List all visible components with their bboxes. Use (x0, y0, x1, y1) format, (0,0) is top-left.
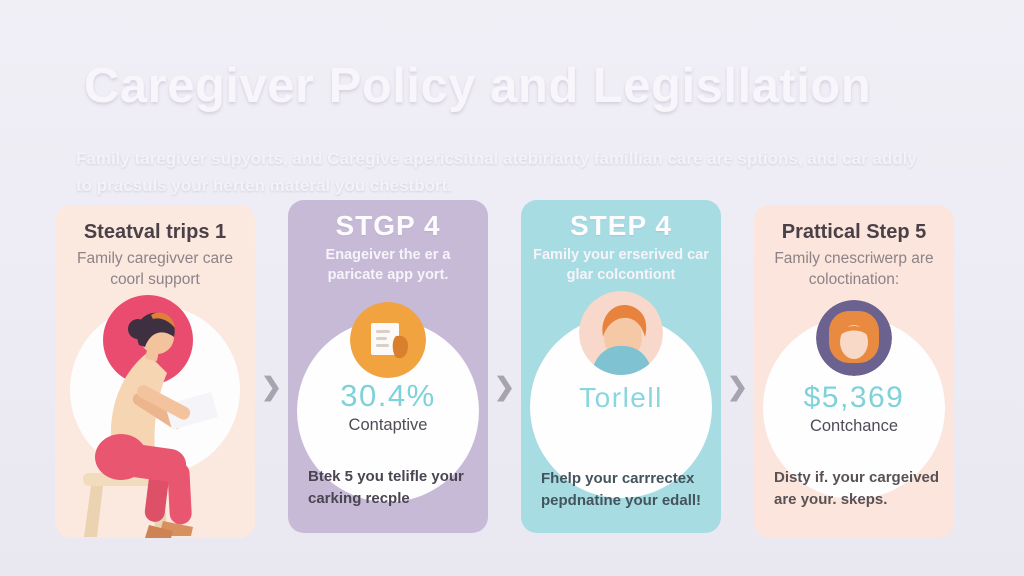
man-avatar-icon (579, 291, 663, 375)
step-2-title: STGP 4 (335, 210, 441, 241)
chevron-right-icon: ❯ (494, 372, 515, 401)
chevron-right-icon: ❯ (261, 372, 282, 401)
step-3-subtitle: Family your erserived car glar colcontio… (533, 247, 709, 283)
step-3-footer: Fhelp your carrrectex pepdnatine your ed… (541, 470, 702, 509)
page-subtitle-line2: to pracsuls your herten materal you ches… (76, 175, 452, 195)
arrow-cell-3: ❯ (721, 200, 754, 533)
step-4-subtitle: Family cnescriwerp are coloctination: (774, 250, 934, 288)
step-1-title: Steatval trips 1 (83, 221, 227, 243)
step-2-footer: Btek 5 you telifle your carking recple (308, 468, 464, 507)
step-card-4: Prattical Step 5 Family cnescriwerp are … (754, 205, 954, 538)
page-title: Caregiver Policy and Legisllation (84, 59, 872, 113)
step-card-1: Steatval trips 1 Family caregivver care … (55, 205, 255, 538)
page-subtitle-line1: Family taregiver supyorts, and Caregive … (76, 149, 917, 168)
caregiver-illustration (70, 295, 240, 538)
step-1-subtitle: Family caregivver care coorl support (77, 250, 233, 288)
step-4-title: Prattical Step 5 (781, 221, 927, 243)
arrow-cell-1: ❯ (255, 200, 288, 533)
step-4-stat-label: Contchance (809, 417, 899, 435)
step-3-stat-value: Torlell (579, 382, 663, 413)
step-card-2: STGP 4 Enageiver the er a paricate app y… (288, 200, 488, 533)
steps-row: Steatval trips 1 Family caregivver care … (55, 200, 954, 538)
step-3-title: STEP 4 (570, 210, 672, 241)
step-2-subtitle: Enageiver the er a paricate app yort. (325, 247, 451, 283)
document-badge-icon (350, 302, 426, 378)
chevron-right-icon: ❯ (727, 372, 748, 401)
step-2-stat-label: Contaptive (348, 416, 428, 434)
woman-avatar-icon (816, 300, 892, 376)
step-4-stat-value: $5,369 (803, 381, 905, 414)
step-2-stat-value: 30.4% (340, 378, 436, 413)
arrow-cell-2: ❯ (488, 200, 521, 533)
step-card-3: STEP 4 Family your erserived car glar co… (521, 200, 721, 533)
page-subtitle: Family taregiver supyorts, and Caregive … (76, 146, 917, 200)
step-4-footer: Disty if. your cargeived are your. skeps… (774, 469, 940, 508)
